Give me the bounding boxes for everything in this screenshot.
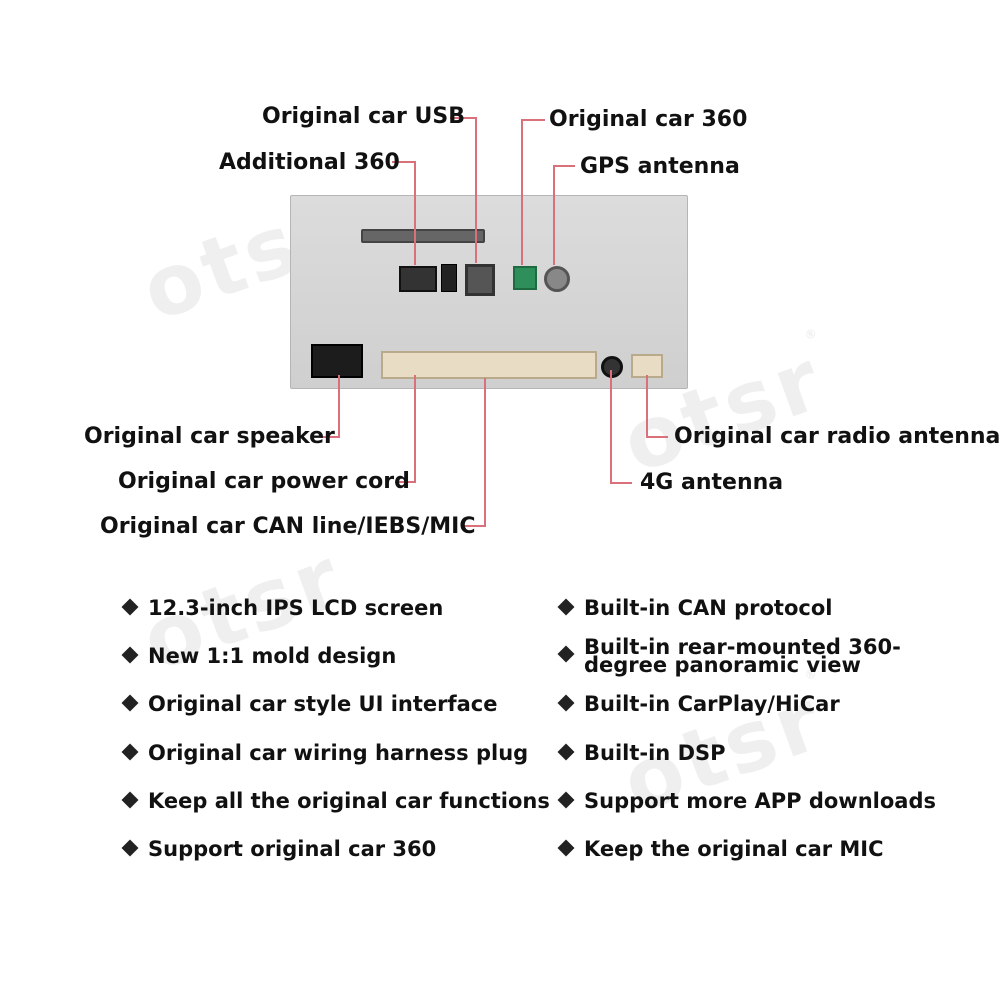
- label-4g-antenna: 4G antenna: [640, 470, 784, 495]
- feature-item: Built-in CAN protocol: [557, 596, 832, 620]
- feature-item: Support original car 360: [121, 837, 436, 861]
- usb-port: [465, 264, 495, 296]
- feature-item: Keep the original car MIC: [557, 837, 884, 861]
- radio-antenna-connector: [631, 354, 663, 378]
- label-original-car-power-cord: Original car power cord: [118, 469, 410, 494]
- diamond-bullet-icon: [121, 791, 139, 809]
- head-unit-back-panel: [290, 195, 688, 389]
- main-harness-connector: [381, 351, 597, 379]
- diamond-bullet-icon: [557, 743, 575, 761]
- label-original-car-can-line: Original car CAN line/IEBS/MIC: [100, 514, 476, 539]
- feature-item: Keep all the original car functions: [121, 789, 550, 813]
- diamond-bullet-icon: [121, 743, 139, 761]
- label-original-car-usb: Original car USB: [262, 104, 465, 129]
- feature-item: Original car style UI interface: [121, 692, 498, 716]
- 4g-antenna-port: [601, 356, 623, 378]
- diamond-bullet-icon: [557, 839, 575, 857]
- diamond-bullet-icon: [557, 694, 575, 712]
- diamond-bullet-icon: [557, 598, 575, 616]
- diamond-bullet-icon: [557, 791, 575, 809]
- label-original-car-360: Original car 360: [549, 107, 748, 132]
- speaker-connector: [311, 344, 363, 378]
- gps-antenna-port: [544, 266, 570, 292]
- additional-360-port: [399, 266, 437, 292]
- feature-item: Original car wiring harness plug: [121, 741, 528, 765]
- label-original-car-speaker: Original car speaker: [84, 424, 335, 449]
- label-original-car-radio-antenna: Original car radio antenna: [674, 424, 1000, 449]
- diamond-bullet-icon: [121, 694, 139, 712]
- feature-item: Built-in DSP: [557, 741, 726, 765]
- feature-item: 12.3-inch IPS LCD screen: [121, 596, 443, 620]
- feature-item: Built-in CarPlay/HiCar: [557, 692, 840, 716]
- feature-item: Support more APP downloads: [557, 789, 936, 813]
- card-slot: [361, 229, 485, 243]
- feature-item: Built-in rear-mounted 360-degree panoram…: [557, 637, 960, 676]
- feature-item: New 1:1 mold design: [121, 644, 396, 668]
- diamond-bullet-icon: [121, 598, 139, 616]
- diamond-bullet-icon: [121, 839, 139, 857]
- diamond-bullet-icon: [121, 646, 139, 664]
- small-port: [441, 264, 457, 292]
- label-additional-360: Additional 360: [219, 150, 400, 175]
- label-gps-antenna: GPS antenna: [580, 154, 740, 179]
- diamond-bullet-icon: [557, 645, 575, 663]
- original-360-port: [513, 266, 537, 290]
